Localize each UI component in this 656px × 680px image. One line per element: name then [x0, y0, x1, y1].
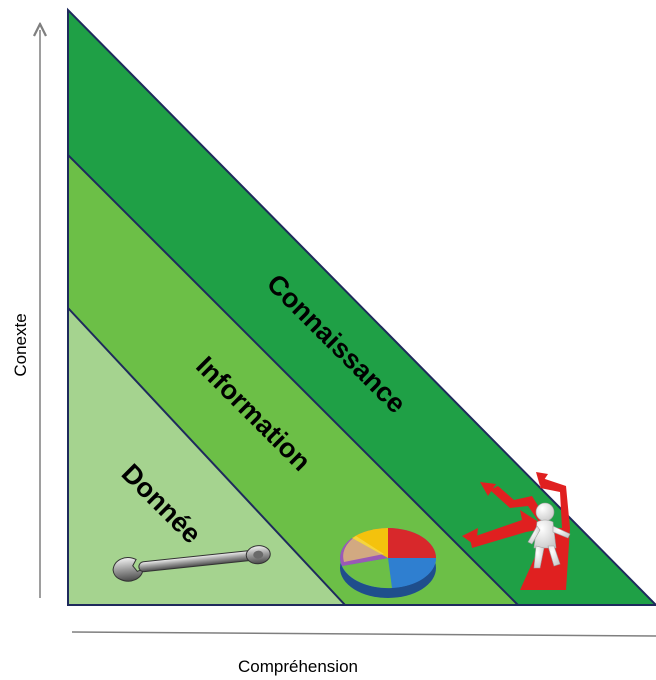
x-axis-line — [71, 631, 656, 637]
x-axis-label: Compréhension — [238, 657, 358, 676]
person-crossroads-icon — [462, 472, 571, 590]
wrench-icon — [112, 545, 271, 582]
layer-donnee-band — [67, 305, 348, 606]
pie-chart-icon — [340, 527, 437, 598]
y-axis-label: Conexte — [11, 313, 30, 376]
